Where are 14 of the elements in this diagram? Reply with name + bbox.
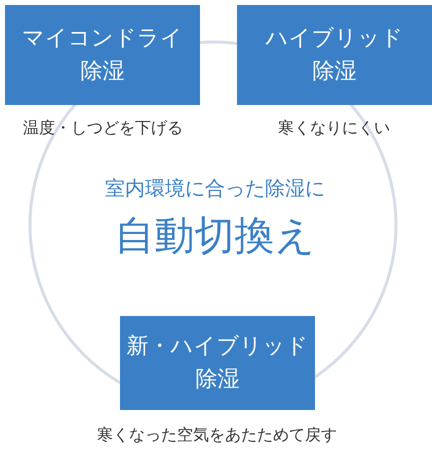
description-text: 温度・しつどを下げる bbox=[23, 118, 183, 139]
mode-box bbox=[5, 5, 200, 105]
description-text: 寒くなりにくい bbox=[278, 118, 390, 139]
headline-text: 自動切換え bbox=[114, 212, 316, 261]
mode-label: 除湿 bbox=[80, 58, 126, 86]
mode-box bbox=[120, 316, 315, 410]
mode-box bbox=[237, 5, 432, 105]
mode-label: マイコンドライ bbox=[22, 25, 183, 53]
mode-label: 除湿 bbox=[312, 58, 358, 86]
mode-label: 新・ハイブリッド bbox=[126, 333, 308, 361]
mode-label: 除湿 bbox=[194, 366, 240, 394]
subtitle-text: 室内環境に合った除湿に bbox=[104, 175, 326, 202]
mode-label: ハイブリッド bbox=[266, 25, 404, 53]
description-text: 寒くなった空気をあたためて戻す bbox=[97, 425, 337, 446]
